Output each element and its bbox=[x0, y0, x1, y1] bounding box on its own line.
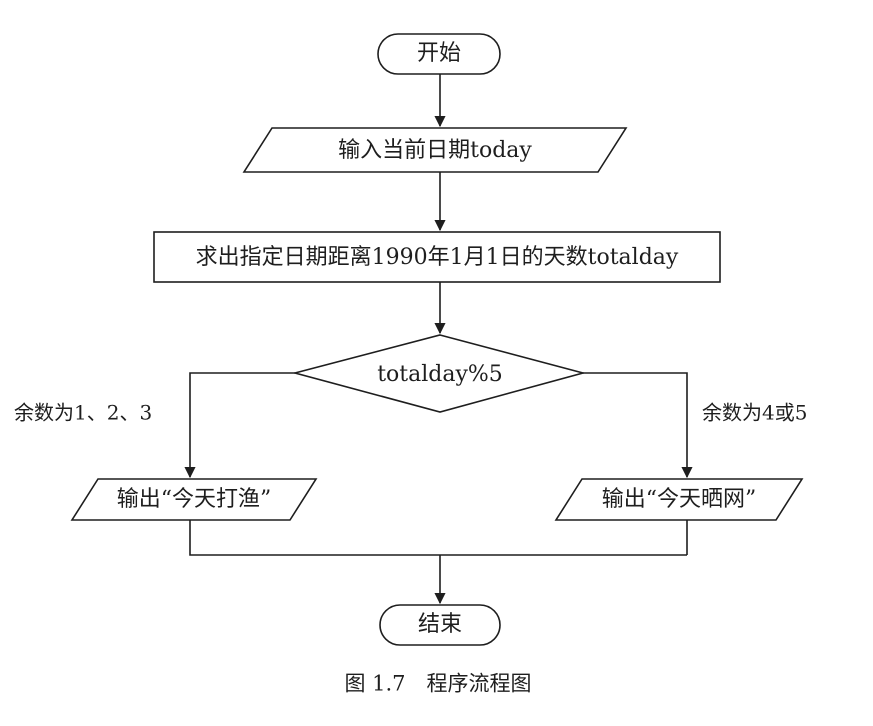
start-label: 开始 bbox=[417, 41, 461, 66]
edge-fish-to-merge bbox=[189, 520, 687, 556]
figure-caption: 图 1.7 程序流程图 bbox=[344, 672, 531, 696]
end-label: 结束 bbox=[418, 612, 462, 637]
input-label: 输入当前日期today bbox=[338, 138, 532, 163]
output-fishing-label: 输出“今天打渔” bbox=[117, 487, 272, 512]
decision-diamond: totalday%5 bbox=[291, 334, 587, 413]
decision-label: totalday%5 bbox=[377, 362, 503, 387]
edge-decision-to-fish bbox=[184, 372, 295, 479]
edge-decision-to-net bbox=[583, 372, 693, 479]
input-parallelogram: 输入当前日期today bbox=[242, 127, 628, 173]
start-terminal: 开始 bbox=[377, 33, 501, 75]
compute-process-box: 求出指定日期距离1990年1月1日的天数totalday bbox=[153, 231, 721, 283]
branch-right-label: 余数为4或5 bbox=[702, 401, 807, 425]
output-drying-label: 输出“今天晒网” bbox=[602, 487, 757, 512]
compute-label: 求出指定日期距离1990年1月1日的天数totalday bbox=[196, 245, 679, 270]
output-fishing-parallelogram: 输出“今天打渔” bbox=[70, 478, 318, 521]
end-terminal: 结束 bbox=[379, 604, 501, 646]
output-drying-parallelogram: 输出“今天晒网” bbox=[554, 478, 804, 521]
branch-left-label: 余数为1、2、3 bbox=[14, 401, 152, 425]
